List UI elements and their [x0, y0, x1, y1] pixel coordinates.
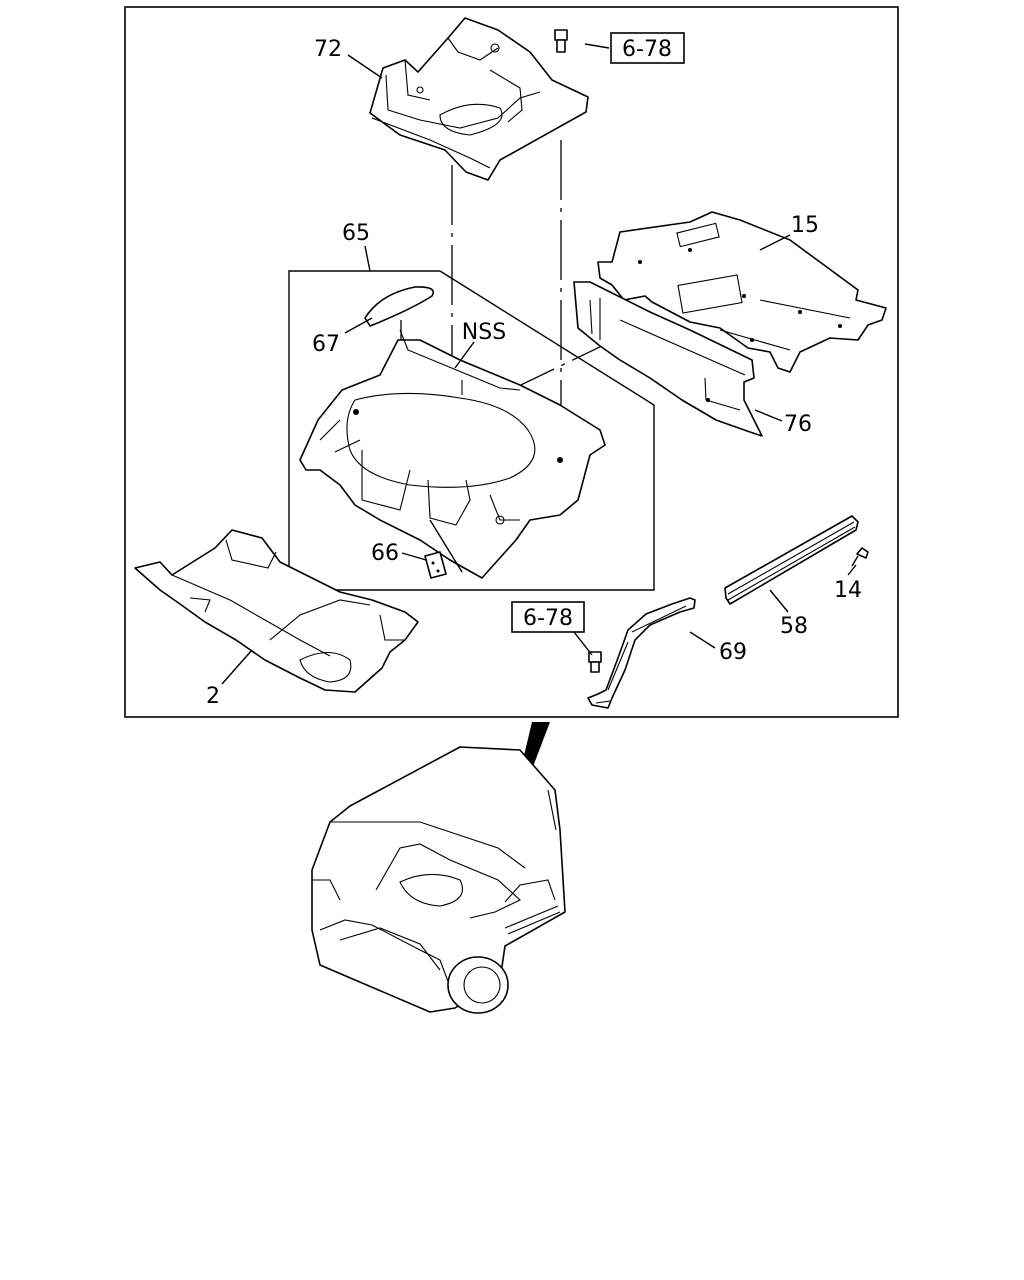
label-69: 69	[719, 640, 747, 665]
part-72-floor-cover	[369, 17, 589, 181]
label-14: 14	[834, 578, 862, 603]
ref-box-bottom	[511, 601, 585, 633]
part-69-rail	[587, 597, 696, 709]
ref-box-top	[610, 32, 685, 64]
ref-label-top: 6-78	[622, 37, 672, 62]
label-65: 65	[342, 221, 370, 246]
nss-floor-section	[299, 329, 606, 579]
label-76: 76	[784, 412, 812, 437]
part-2-floor-mat	[134, 529, 419, 693]
part-76-cross-member	[573, 281, 763, 437]
part-66-clip	[424, 551, 447, 579]
centerline-15	[499, 317, 661, 396]
label-2: 2	[206, 684, 220, 709]
part-67-pad	[364, 286, 434, 327]
bolt-bottom	[588, 651, 602, 673]
bolt-top	[554, 29, 568, 53]
label-66: 66	[371, 541, 399, 566]
vehicle-overview	[311, 746, 566, 1014]
ref-label-bottom: 6-78	[523, 606, 573, 631]
label-nss: NSS	[462, 320, 506, 345]
label-15: 15	[791, 213, 819, 238]
part-58-step-molding	[724, 515, 859, 605]
label-67: 67	[312, 332, 340, 357]
label-58: 58	[780, 614, 808, 639]
leader-lines	[221, 43, 857, 685]
part-15-floor-plate	[597, 211, 887, 373]
label-72: 72	[314, 37, 342, 62]
subassembly-frame	[288, 270, 655, 591]
part-14-screw	[851, 547, 869, 567]
diagram-frame	[124, 6, 899, 718]
